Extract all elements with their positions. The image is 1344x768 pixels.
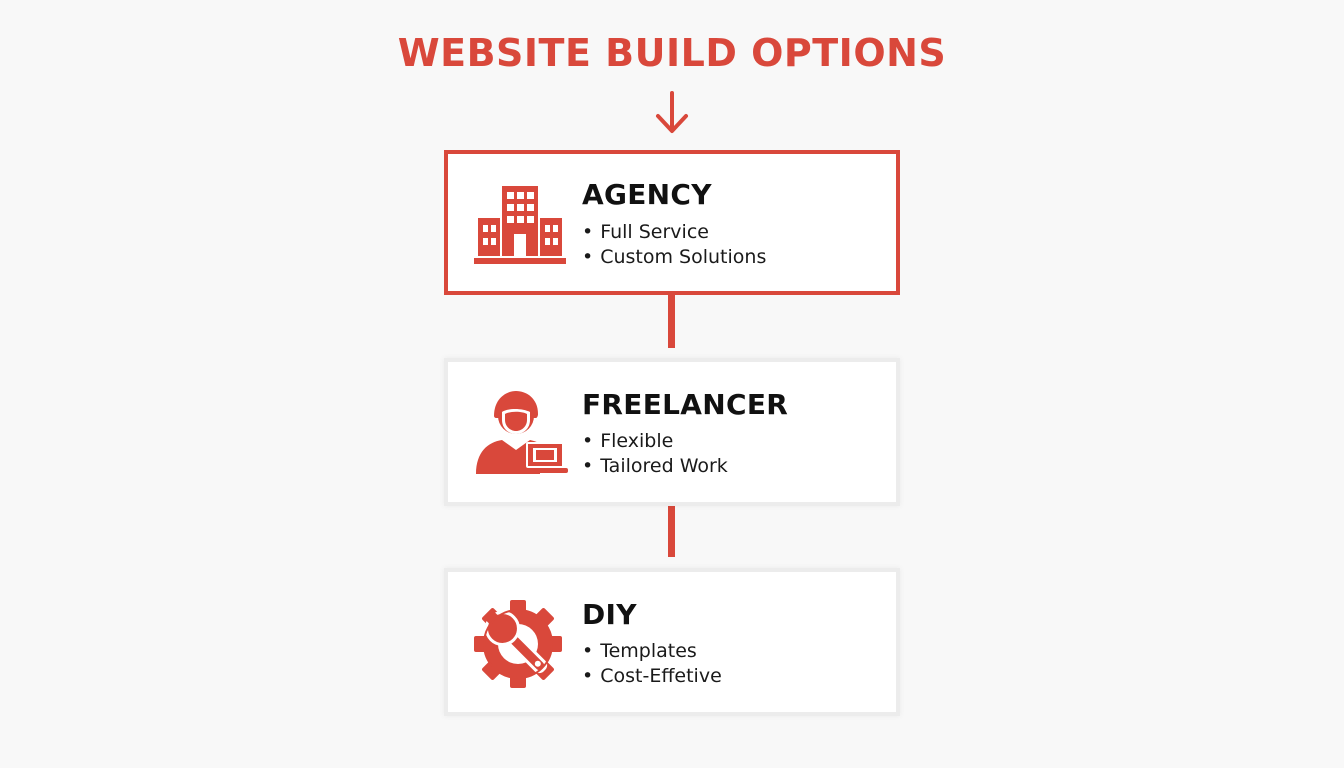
- office-building-icon: [474, 186, 566, 264]
- page-title: WEBSITE BUILD OPTIONS: [397, 31, 947, 75]
- person-with-laptop-icon: [476, 391, 568, 474]
- connector-line: [668, 505, 675, 557]
- gear-wrench-icon: [474, 600, 562, 688]
- bullet-item: Full Service: [582, 220, 766, 245]
- option-bullets: Flexible Tailored Work: [582, 429, 728, 479]
- bullet-item: Tailored Work: [582, 454, 728, 479]
- bullet-item: Custom Solutions: [582, 245, 766, 270]
- option-card-diy[interactable]: DIY Templates Cost-Effetive: [444, 568, 900, 716]
- option-card-freelancer[interactable]: FREELANCER Flexible Tailored Work: [444, 358, 900, 506]
- connector-line: [668, 292, 675, 348]
- option-title: AGENCY: [582, 178, 712, 211]
- option-title: DIY: [582, 598, 637, 631]
- option-card-agency[interactable]: AGENCY Full Service Custom Solutions: [444, 150, 900, 295]
- down-arrow-icon: [656, 91, 688, 133]
- bullet-item: Flexible: [582, 429, 728, 454]
- option-bullets: Full Service Custom Solutions: [582, 220, 766, 270]
- option-title: FREELANCER: [582, 388, 789, 421]
- option-bullets: Templates Cost-Effetive: [582, 639, 722, 689]
- bullet-item: Cost-Effetive: [582, 664, 722, 689]
- bullet-item: Templates: [582, 639, 722, 664]
